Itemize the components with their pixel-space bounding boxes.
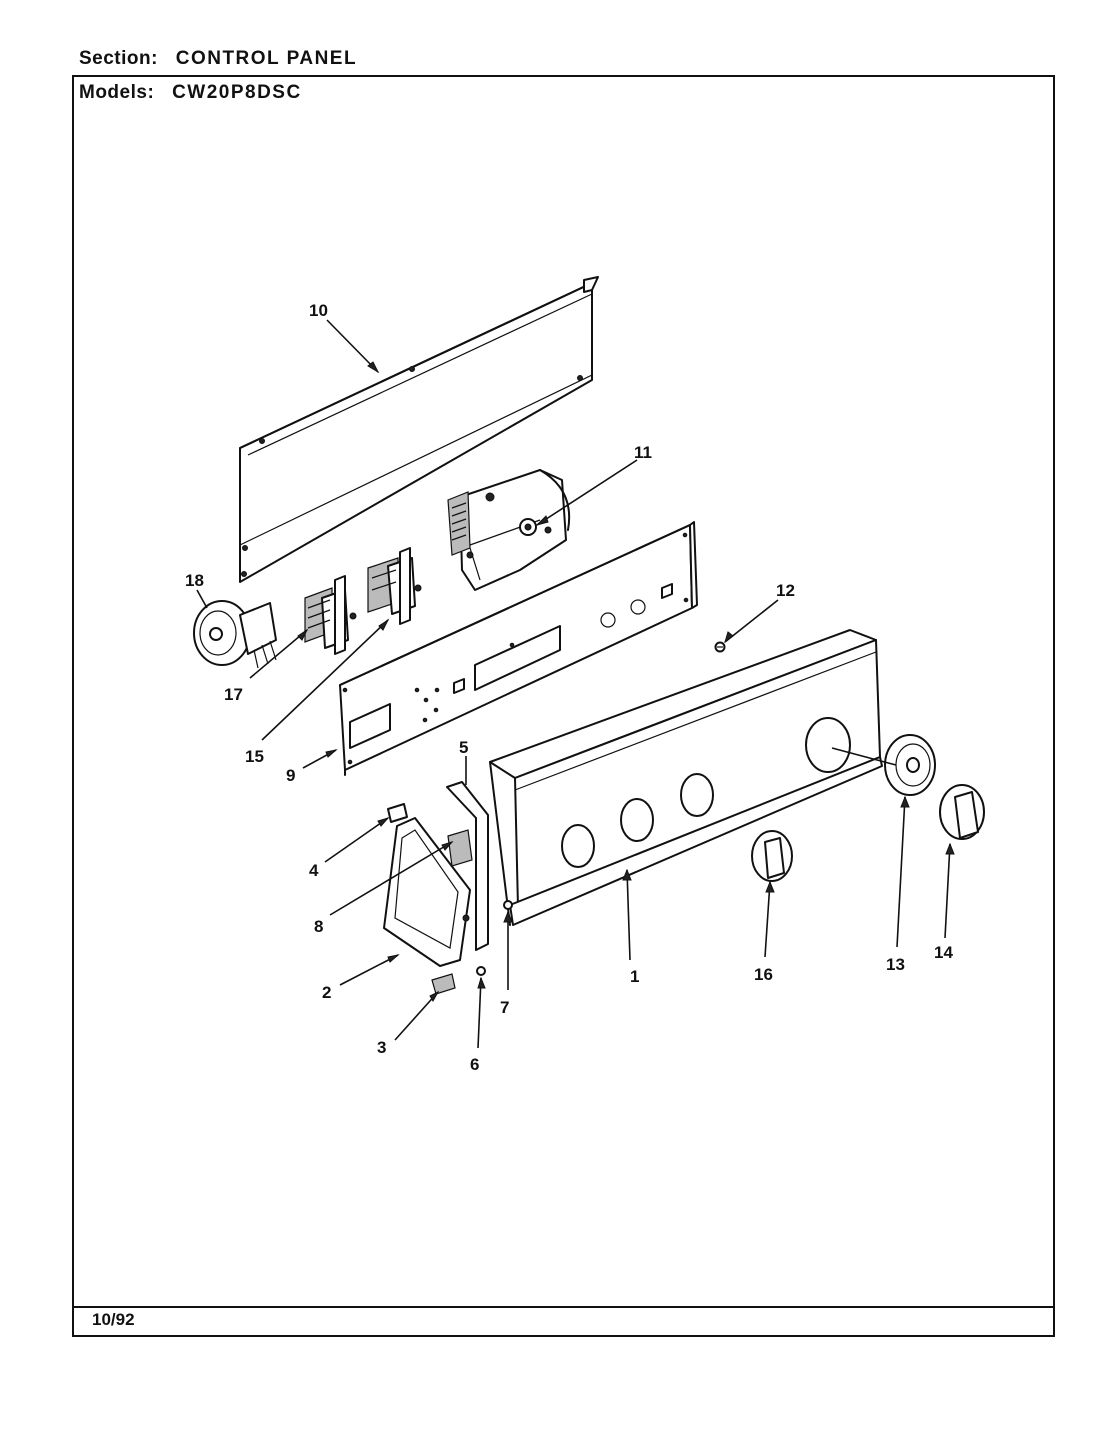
models-header: Models: CW20P8DSC <box>79 82 302 104</box>
callout-18: 18 <box>185 571 204 590</box>
part-2-end-cap <box>383 803 473 995</box>
part-11-timer <box>447 469 571 591</box>
callout-5: 5 <box>459 738 468 757</box>
callout-4: 4 <box>309 861 319 880</box>
callout-12: 12 <box>776 581 795 600</box>
callout-3: 3 <box>377 1038 386 1057</box>
callout-6: 6 <box>470 1055 479 1074</box>
part-10-rear-shield <box>239 276 599 583</box>
part-12-screw <box>714 641 726 653</box>
date-code: 10/92 <box>92 1310 135 1329</box>
callout-14: 14 <box>934 943 953 962</box>
part-9-panel-bracket <box>339 521 698 776</box>
section-label: Section: <box>79 48 158 69</box>
section-header: Section: CONTROL PANEL <box>79 48 357 70</box>
models-value: CW20P8DSC <box>172 82 302 103</box>
models-label: Models: <box>79 82 155 103</box>
part-17-switch <box>304 575 357 655</box>
callout-15: 15 <box>245 747 264 766</box>
callout-8: 8 <box>314 917 323 936</box>
leader-lines <box>196 319 955 1049</box>
callout-9: 9 <box>286 766 295 785</box>
callout-16: 16 <box>754 965 773 984</box>
diagram-frame <box>72 75 1055 1337</box>
part-14-knob <box>939 784 985 840</box>
callout-numbers: 1 2 3 4 5 6 7 8 9 10 11 12 13 14 15 16 1… <box>185 301 953 1074</box>
part-13-knob-skirt <box>884 734 936 796</box>
part-5-strip <box>446 781 513 976</box>
callout-10: 10 <box>309 301 328 320</box>
footer-divider <box>72 1306 1055 1308</box>
callout-17: 17 <box>224 685 243 704</box>
part-15-switch <box>367 547 422 625</box>
part-16-knob <box>751 830 793 882</box>
part-1-console <box>489 629 883 926</box>
section-value: CONTROL PANEL <box>175 48 358 69</box>
callout-13: 13 <box>886 955 905 974</box>
callout-7: 7 <box>500 998 509 1017</box>
callout-2: 2 <box>322 983 331 1002</box>
part-18-pressure-switch <box>193 600 277 669</box>
callout-11: 11 <box>634 443 652 462</box>
callout-1: 1 <box>630 967 639 986</box>
